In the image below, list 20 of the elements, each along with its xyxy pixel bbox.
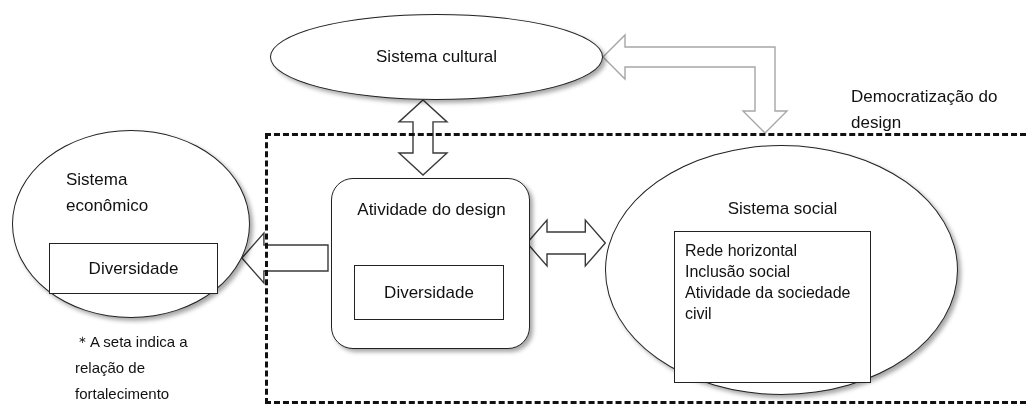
node-heading: Sistema cultural [376, 46, 497, 68]
note-text: relação de [75, 358, 146, 378]
list-item: Atividade da sociedade civil [685, 283, 852, 324]
text-box [49, 243, 218, 294]
block-arrow [602, 33, 789, 134]
list-item: Inclusão social [685, 262, 791, 282]
list-item: Rede horizontal [685, 241, 799, 261]
node-text: Diversidade [384, 281, 474, 304]
node-heading: Sistema social [726, 198, 839, 220]
note-text: fortalecimento [75, 384, 170, 404]
node-text: Diversidade [88, 257, 179, 280]
node-heading: Atividade do design [356, 199, 507, 221]
block-arrow [397, 98, 449, 176]
text-box [354, 265, 504, 320]
node-heading: Sistema econômico [66, 169, 150, 217]
node-heading: Democratização do design [851, 86, 999, 134]
rounded-box [331, 178, 530, 349]
block-arrow [240, 231, 329, 285]
text-box [674, 231, 871, 383]
note-text: ＊A seta indica a [75, 332, 188, 352]
